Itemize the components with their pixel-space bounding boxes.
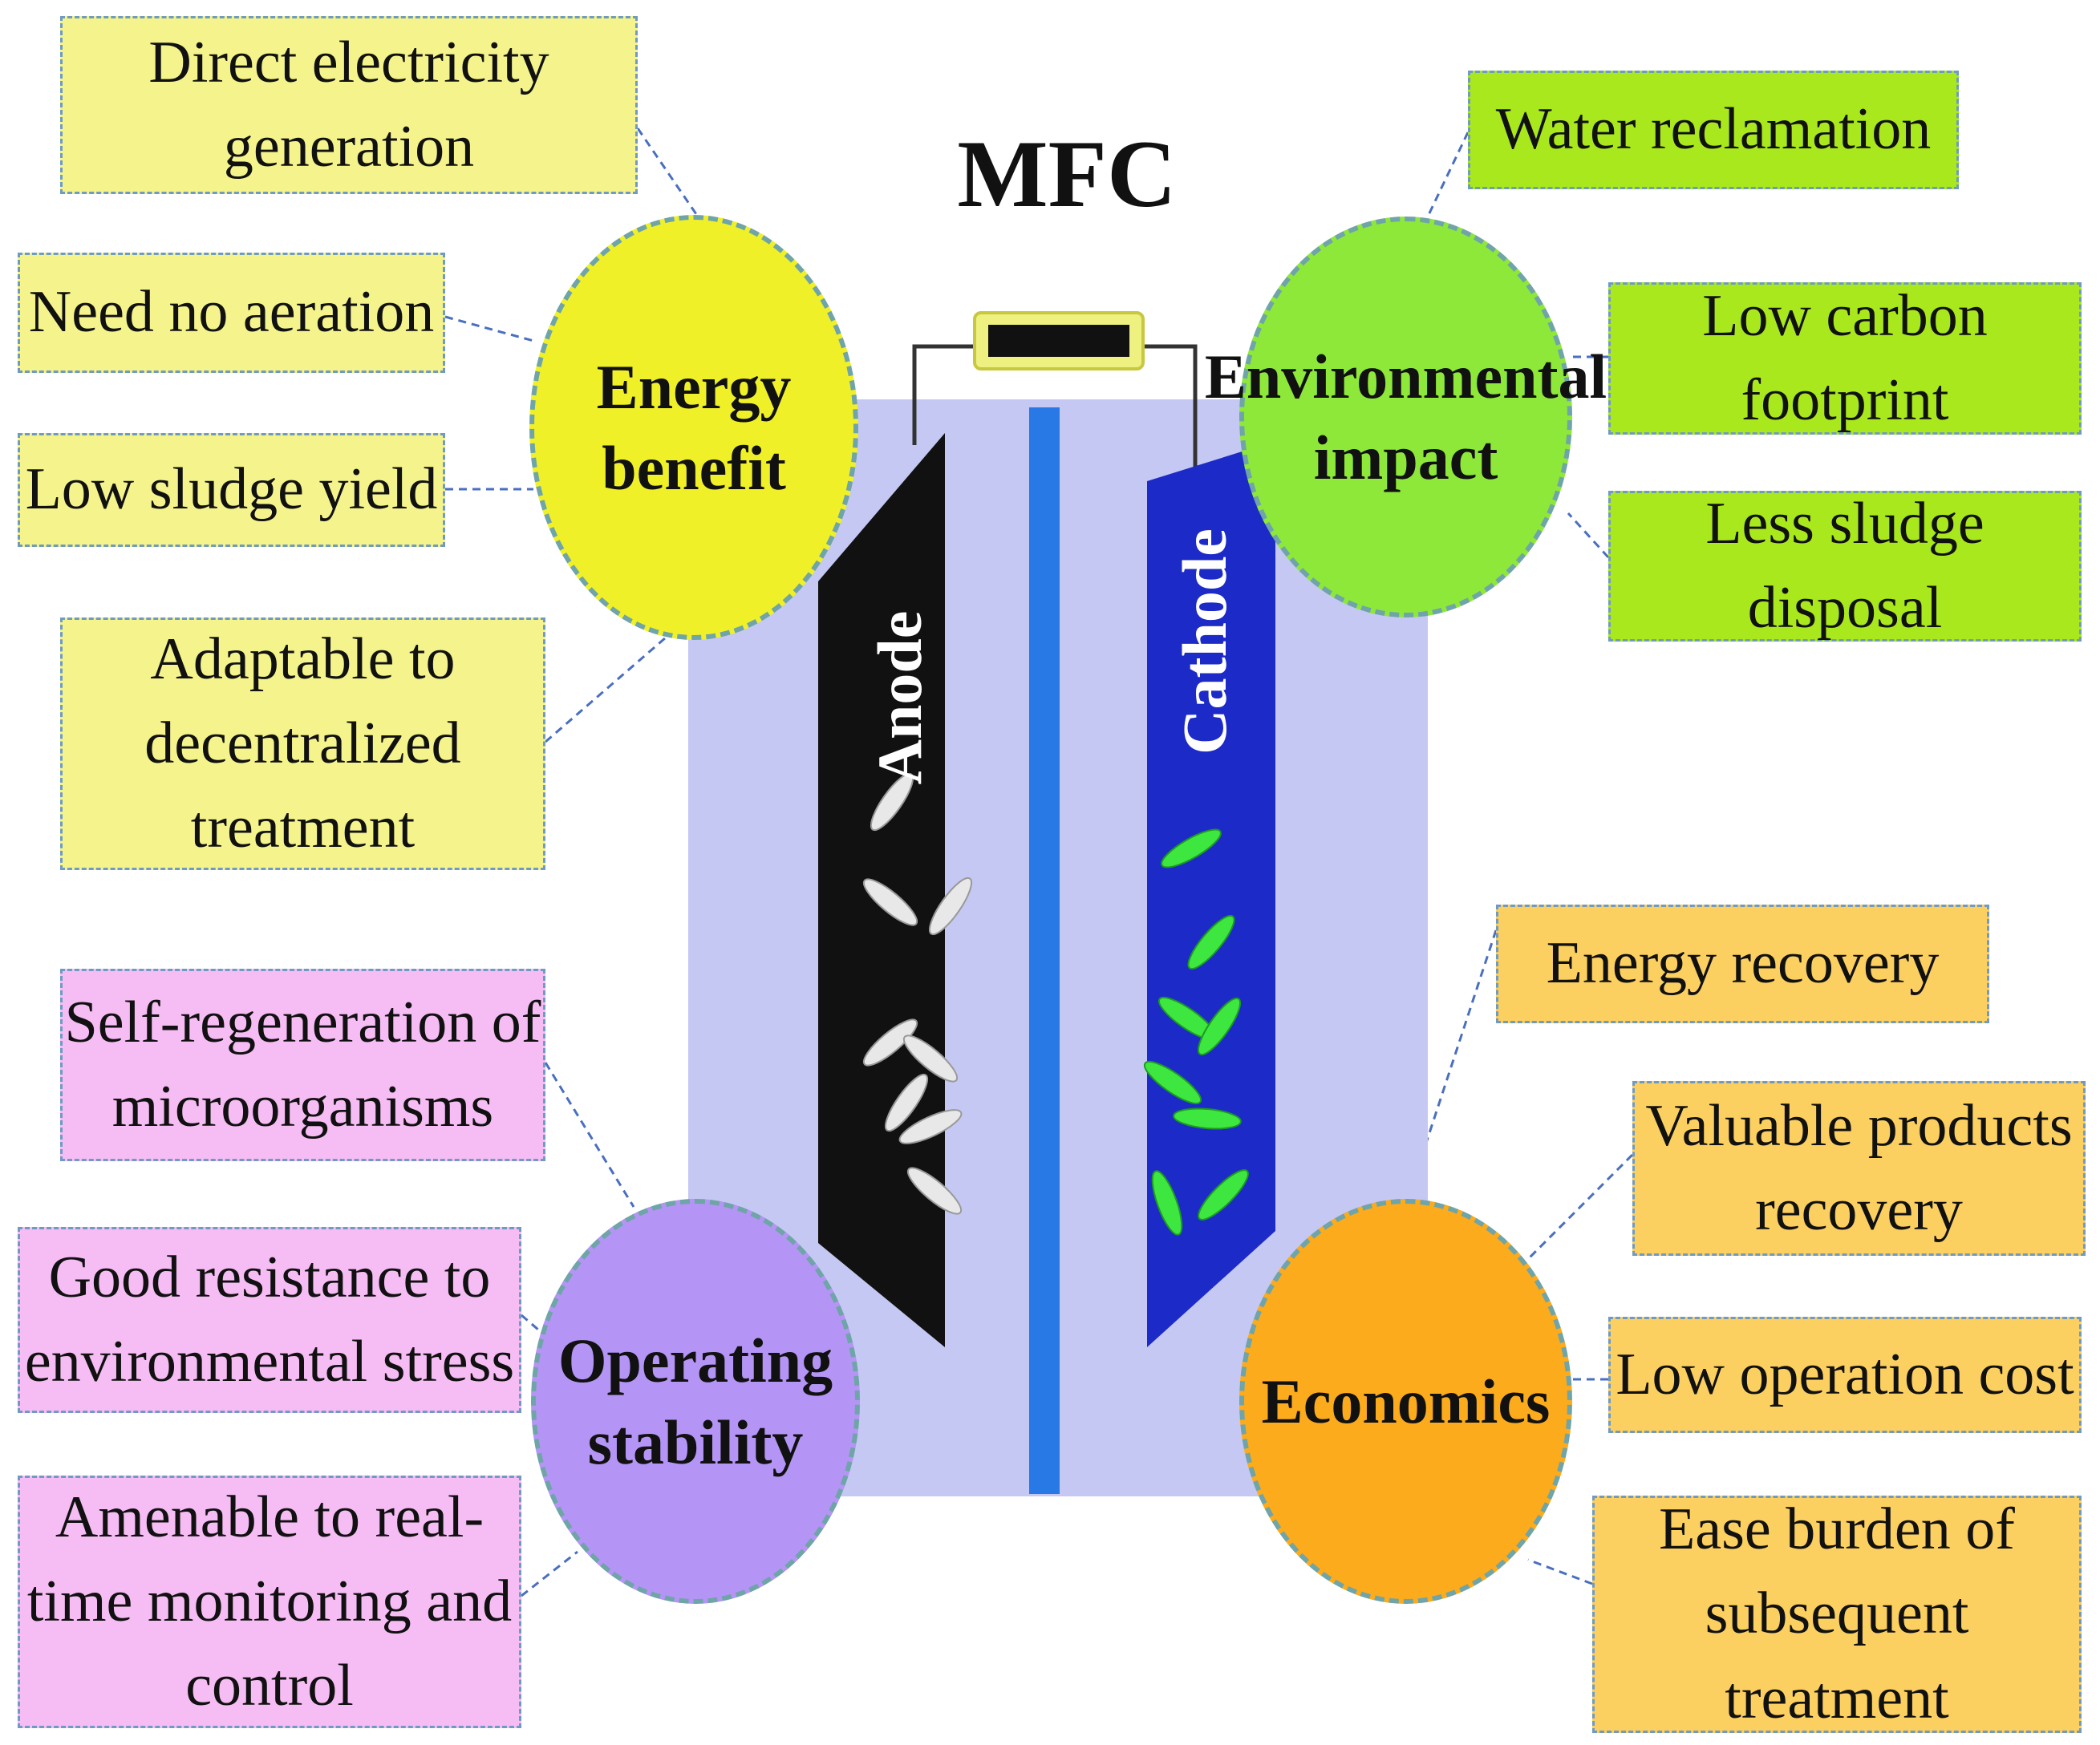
cathode-bacterium <box>1161 828 1222 868</box>
anode-bacterium <box>898 1109 963 1144</box>
cathode-bacterium <box>1197 997 1242 1056</box>
external-circuit-wire-left <box>912 344 991 445</box>
circle-label-line: Economics <box>1261 1366 1551 1436</box>
cathode-bacterium <box>1187 914 1235 970</box>
cathode-bacterium <box>1173 1107 1242 1130</box>
circle-label-line: stability <box>587 1407 804 1477</box>
link-less-sludge <box>1567 512 1610 559</box>
box-low-sludge-yield: Low sludge yield <box>18 433 445 547</box>
cathode-bacterium <box>1151 1170 1183 1236</box>
anode-bacterium <box>906 1167 963 1215</box>
circle-label-line: Operating <box>557 1326 833 1396</box>
cathode-bacterium <box>1198 1169 1249 1221</box>
circle-label-line: impact <box>1313 423 1498 492</box>
anode-bacterium <box>902 1034 959 1083</box>
operating-stability-circle: Operating stability <box>531 1199 860 1604</box>
anode-bacterium <box>870 772 914 832</box>
cathode-bacteria <box>1143 828 1249 1236</box>
cathode-bacterium <box>1143 1060 1202 1105</box>
diagram-title: MFC <box>957 120 1177 227</box>
economics-circle: Economics <box>1239 1199 1572 1604</box>
external-circuit-wire-right <box>1131 344 1198 473</box>
anode-bacterium <box>862 878 918 926</box>
link-water-reclamation <box>1426 132 1470 217</box>
anode-bacterium <box>928 877 973 936</box>
box-low-operation-cost: Low operation cost <box>1608 1317 2082 1433</box>
circle-label-line: Energy <box>596 351 792 422</box>
box-need-no-aeration: Need no aeration <box>18 253 445 373</box>
energy-benefit-circle: Energy benefit <box>529 215 858 640</box>
anode-bacterium <box>884 1073 929 1132</box>
cathode-label: Cathode <box>1170 528 1239 755</box>
link-amenable <box>521 1550 578 1597</box>
anode-label: Anode <box>865 611 934 785</box>
circle-label-line: Environmental <box>1204 341 1607 411</box>
box-energy-recovery: Energy recovery <box>1496 905 1989 1023</box>
link-self-regeneration <box>544 1062 635 1208</box>
circle-label-line: benefit <box>602 433 786 503</box>
anode-bacterium <box>862 1018 918 1067</box>
link-ease-burden <box>1527 1558 1593 1585</box>
membrane-separator <box>1029 407 1060 1494</box>
environmental-impact-circle: Environmental impact <box>1205 217 1607 617</box>
resistor-core <box>988 325 1129 357</box>
box-water-reclamation: Water reclamation <box>1468 71 1959 189</box>
link-valuable-products <box>1526 1153 1634 1261</box>
anode-bacteria <box>862 772 973 1215</box>
link-need-no-aeration <box>444 315 534 342</box>
link-direct-electricity <box>636 128 699 217</box>
